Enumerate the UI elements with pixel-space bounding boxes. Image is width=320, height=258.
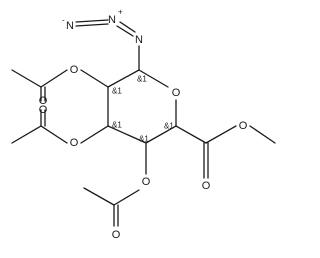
pyranose-ring: O &1 &1 &1 &1 &1 xyxy=(107,69,181,144)
bond-o-carbonyl-c-bottom xyxy=(113,189,140,206)
bond-o-carbonyl-c-middle xyxy=(40,125,68,144)
chemical-structure-diagram: N - N + N O &1 &1 &1 &1 &1 O O O xyxy=(11,8,276,241)
bond-o-carbonyl-c-top xyxy=(40,69,68,88)
bond-carbonyl-c-o-ester xyxy=(205,125,237,144)
bond-azide-n2-n3-double xyxy=(119,21,136,33)
ester-oxygen-top-label: O xyxy=(70,64,79,76)
azide-minus-charge: - xyxy=(62,16,65,25)
stereo-label-c3: &1 xyxy=(112,121,122,130)
bond-c3-o xyxy=(80,125,109,144)
bond-c2-c1 xyxy=(107,69,140,88)
bond-carbonyl-c-methyl-middle xyxy=(11,125,42,144)
bond-c5-carbonyl-c xyxy=(175,125,207,144)
bond-c1-o-ring xyxy=(138,69,169,88)
carbonyl-oxygen-top-label: O xyxy=(39,104,48,116)
bond-azide-n2-n3 xyxy=(116,25,134,37)
azide-group: N - N + N xyxy=(62,8,143,71)
ring-oxygen-label: O xyxy=(172,87,181,99)
bond-o-ester-methyl xyxy=(249,125,276,144)
stereo-label-c4: &1 xyxy=(139,135,149,144)
bond-c4-c3 xyxy=(107,125,147,144)
methyl-ester-group: O O xyxy=(175,120,276,192)
stereo-label-c1: &1 xyxy=(137,75,147,84)
ester-oxygen-middle-label: O xyxy=(70,137,79,149)
bond-c2-o xyxy=(80,69,109,88)
azide-n-attached-label: N xyxy=(135,34,143,46)
stereo-label-c2: &1 xyxy=(112,87,122,96)
bond-carbonyl-c-methyl-top xyxy=(11,69,42,88)
acetoxy-group-bottom: O O xyxy=(83,142,151,241)
bond-carbonyl-c-methyl-bottom xyxy=(83,187,115,206)
acetoxy-group-top: O O xyxy=(11,64,109,116)
stereo-label-c5: &1 xyxy=(164,122,174,131)
bond-azide-n1-n2-double xyxy=(75,19,109,23)
carbonyl-oxygen-middle-label: O xyxy=(39,95,48,107)
carbonyl-oxygen-bottom-label: O xyxy=(112,229,121,241)
methyl-ester-oxygen-label: O xyxy=(239,120,248,132)
bond-c5-c4 xyxy=(145,125,177,144)
azide-plus-charge: + xyxy=(118,8,123,17)
azide-n-middle-label: N xyxy=(108,14,116,26)
acetoxy-group-middle: O O xyxy=(11,95,109,149)
methyl-ester-carbonyl-oxygen-label: O xyxy=(202,180,211,192)
ester-oxygen-bottom-label: O xyxy=(142,176,151,188)
bond-azide-n1-n2 xyxy=(75,23,109,27)
azide-n-terminal-label: N xyxy=(66,20,74,32)
